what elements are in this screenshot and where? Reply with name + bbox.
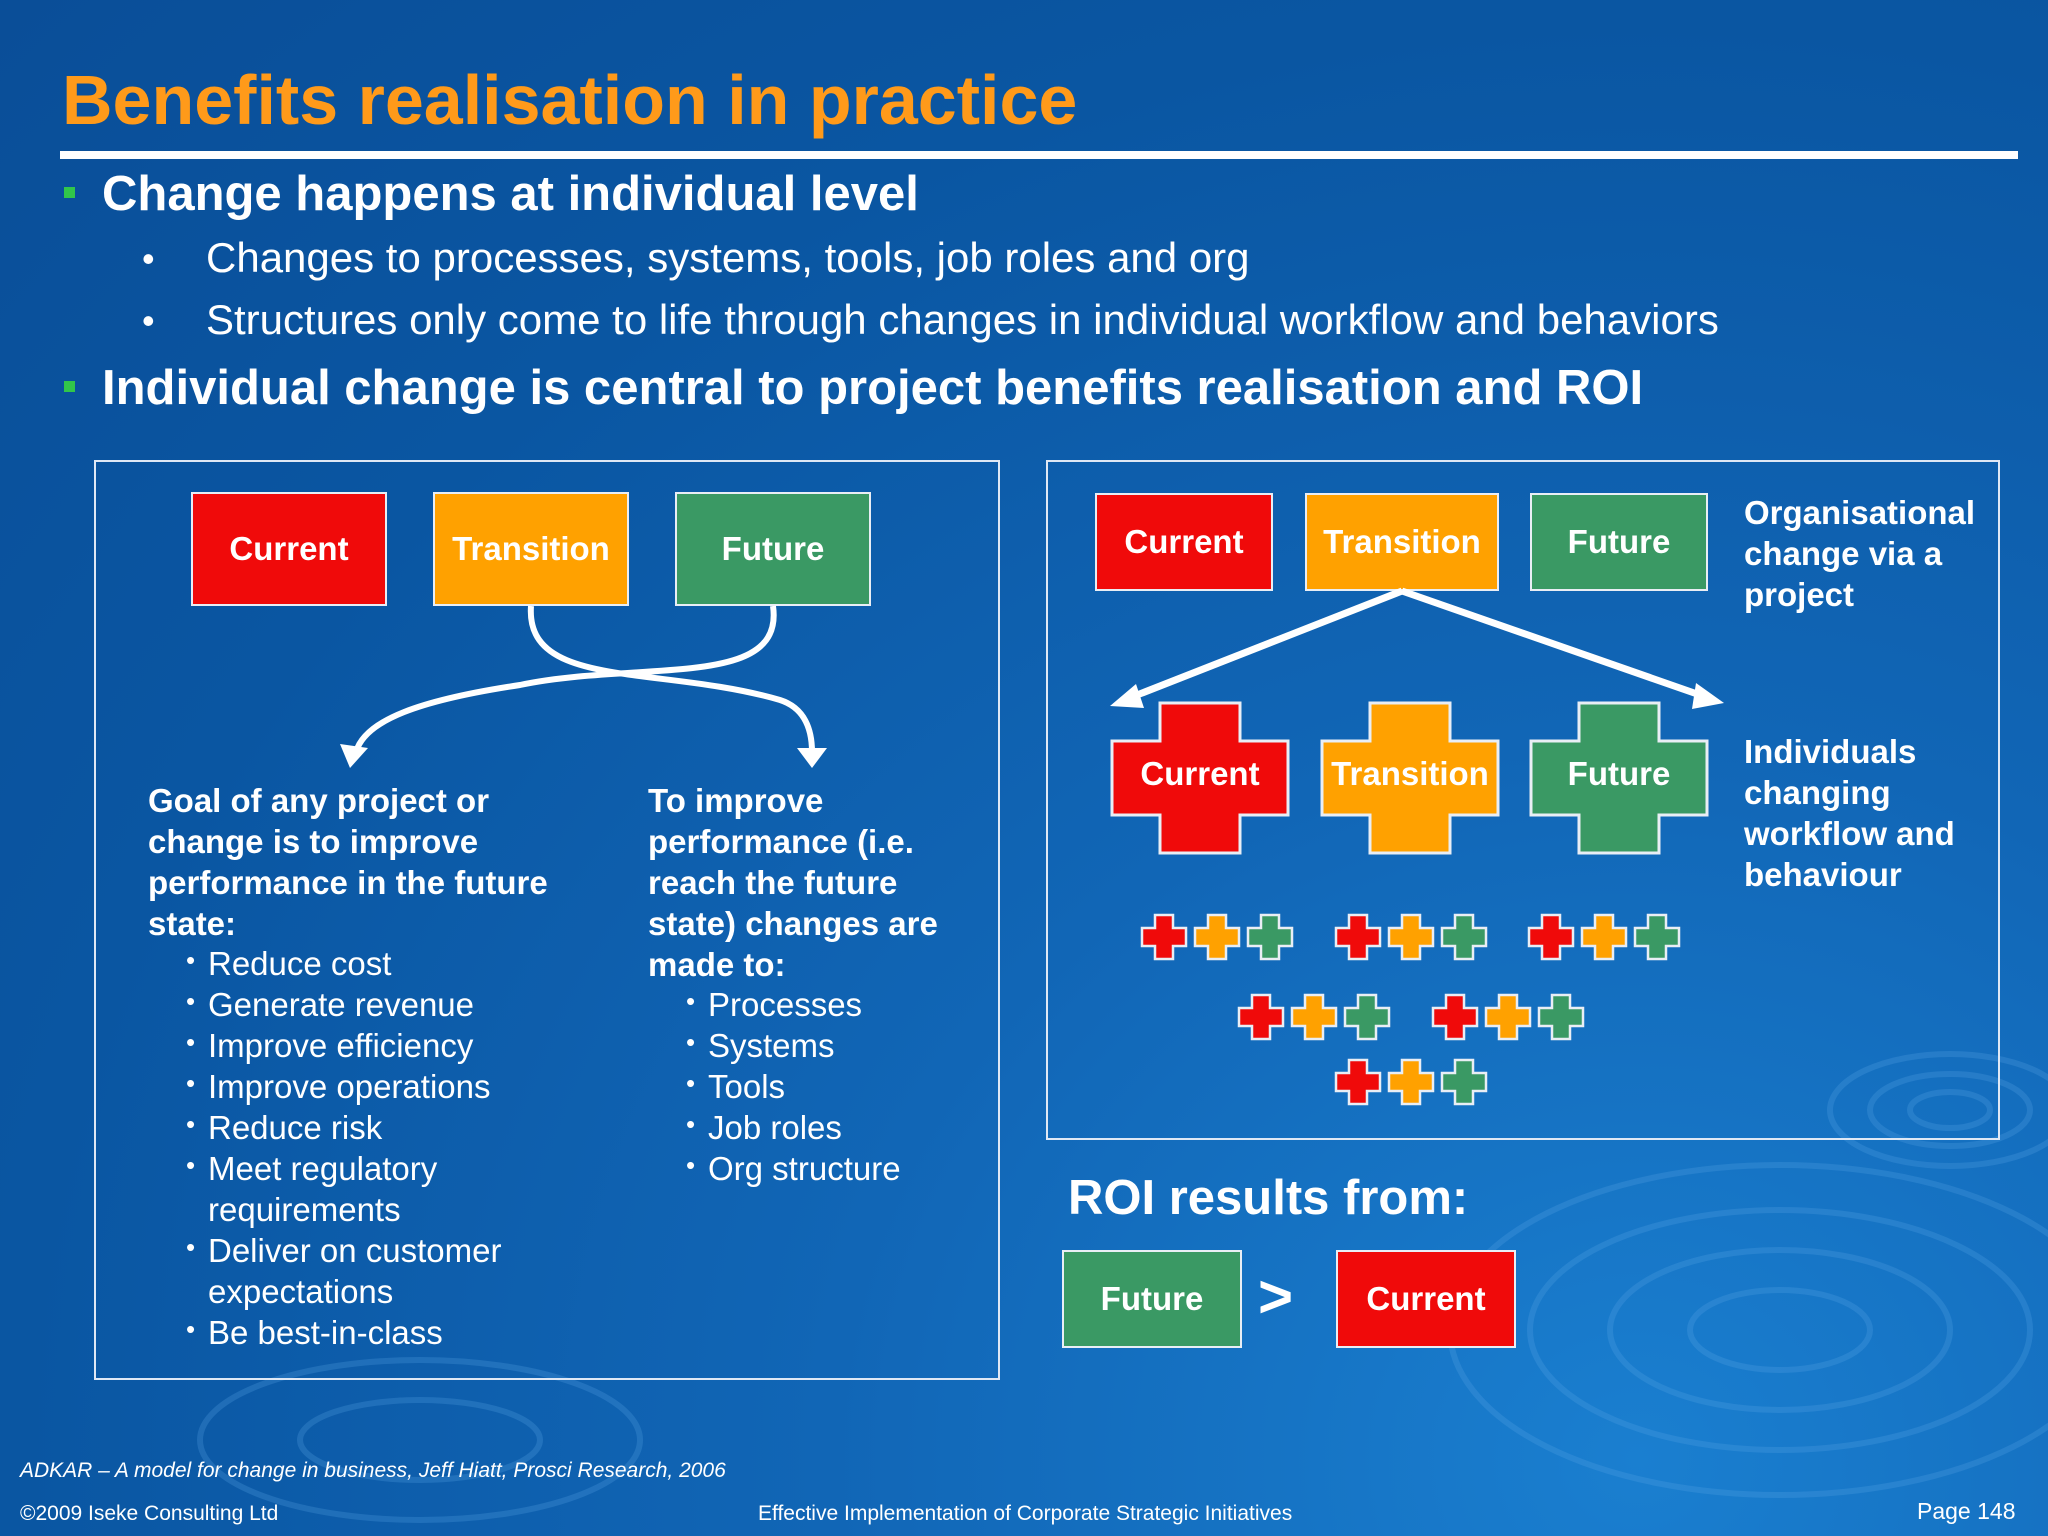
small-person-cross <box>1334 1058 1382 1106</box>
list-item: Improve efficiency <box>186 1022 526 1066</box>
list-item: Processes <box>686 981 966 1025</box>
goal-list: Reduce cost Generate revenue Improve eff… <box>186 940 526 1353</box>
list-item: Tools <box>686 1063 966 1107</box>
left-transition-box: Transition <box>433 492 629 606</box>
small-person-cross <box>1484 993 1532 1041</box>
small-person-cross <box>1343 993 1391 1041</box>
greater-than-sign: > <box>1258 1263 1294 1330</box>
small-person-cross <box>1387 1058 1435 1106</box>
individual-transition-label: Transition <box>1331 755 1489 792</box>
small-person-cross <box>1431 993 1479 1041</box>
bullet-square-icon <box>64 381 75 392</box>
citation: ADKAR – A model for change in business, … <box>20 1459 726 1482</box>
improve-heading: To improve performance (i.e. reach the f… <box>648 782 938 983</box>
right-future-box: Future <box>1530 493 1708 591</box>
bullet-square-icon <box>64 187 75 198</box>
right-panel <box>1046 460 2000 1140</box>
footer-title: Effective Implementation of Corporate St… <box>758 1502 1293 1525</box>
small-person-cross <box>1290 993 1338 1041</box>
org-change-label: Organisational change via a project <box>1744 494 1976 613</box>
list-item: Reduce risk <box>186 1104 526 1148</box>
left-future-box: Future <box>675 492 871 606</box>
list-item: Deliver on customer expectations <box>186 1227 526 1312</box>
sub-bullet-structures: Structures only come to life through cha… <box>206 296 1719 343</box>
list-item: Be best-in-class <box>186 1309 526 1353</box>
small-person-cross <box>1246 913 1294 961</box>
individual-future-label: Future <box>1567 755 1671 792</box>
right-transition-box: Transition <box>1305 493 1499 591</box>
small-person-cross <box>1387 913 1435 961</box>
small-person-cross <box>1334 913 1382 961</box>
small-person-cross <box>1633 913 1681 961</box>
small-person-cross <box>1527 913 1575 961</box>
small-person-cross <box>1237 993 1285 1041</box>
individuals-label: Individuals changing workflow and behavi… <box>1744 733 1955 893</box>
small-person-cross <box>1440 913 1488 961</box>
list-item: Improve operations <box>186 1063 526 1107</box>
small-person-cross <box>1140 913 1188 961</box>
list-item: Generate revenue <box>186 981 526 1025</box>
roi-future-box: Future <box>1062 1250 1242 1348</box>
goal-heading: Goal of any project or change is to impr… <box>148 782 548 942</box>
right-current-box: Current <box>1095 493 1273 591</box>
list-item: Meet regulatory requirements <box>186 1145 526 1230</box>
improve-list: Processes Systems Tools Job roles Org st… <box>686 981 966 1189</box>
slide-title: Benefits realisation in practice <box>62 61 1078 139</box>
list-item: Reduce cost <box>186 940 526 984</box>
bullet-individual-central: Individual change is central to project … <box>102 361 1644 415</box>
small-person-cross <box>1580 913 1628 961</box>
roi-current-box: Current <box>1336 1250 1516 1348</box>
title-divider <box>60 151 2018 159</box>
bullet-change-individual: Change happens at individual level <box>102 167 919 221</box>
small-person-cross <box>1537 993 1585 1041</box>
list-item: Job roles <box>686 1104 966 1148</box>
bullet-dot-icon: • <box>142 238 155 279</box>
sub-bullet-changes: Changes to processes, systems, tools, jo… <box>206 234 1250 281</box>
list-item: Systems <box>686 1022 966 1066</box>
left-current-box: Current <box>191 492 387 606</box>
small-person-cross <box>1193 913 1241 961</box>
page-number: Page 148 <box>1917 1498 2016 1524</box>
bullet-dot-icon: • <box>142 300 155 341</box>
list-item: Org structure <box>686 1145 966 1189</box>
individual-current-label: Current <box>1140 755 1260 792</box>
left-panel <box>94 460 1000 1380</box>
copyright: ©2009 Iseke Consulting Ltd <box>20 1502 279 1525</box>
small-person-cross <box>1440 1058 1488 1106</box>
roi-heading: ROI results from: <box>1068 1171 1469 1225</box>
